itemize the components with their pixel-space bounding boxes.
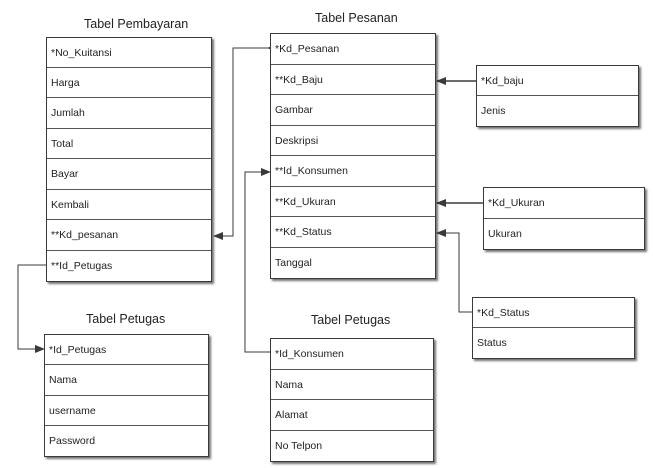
field-id-petugas-fk: **Id_Petugas <box>51 260 113 272</box>
field-gambar: Gambar <box>271 95 435 126</box>
table-konsumen: *Id_Konsumen Nama Alamat No Telpon <box>270 338 434 462</box>
field-no-kuitansi: *No_Kuitansi <box>47 38 211 68</box>
field-kd-pesanan-fk: **Kd_pesanan <box>47 220 211 251</box>
field-nama-konsumen: Nama <box>271 370 433 400</box>
field-ukuran: Ukuran <box>488 228 522 240</box>
title-petugas: Tabel Petugas <box>86 312 166 326</box>
field-jumlah: Jumlah <box>47 98 211 129</box>
link-kd-pesanan <box>213 44 277 240</box>
field-alamat: Alamat <box>271 400 433 431</box>
title-pembayaran: Tabel Pembayaran <box>84 17 189 31</box>
table-petugas: *Id_Petugas Nama username Password <box>44 334 209 457</box>
field-id-konsumen: *Id_Konsumen <box>271 339 433 370</box>
field-kd-status: *Kd_Status <box>473 298 634 328</box>
field-status: Status <box>477 337 507 349</box>
table-pesanan: *Kd_Pesanan **Kd_Baju Gambar Deskripsi *… <box>270 33 436 279</box>
field-bayar: Bayar <box>47 159 211 190</box>
title-konsumen: Tabel Petugas <box>311 313 391 327</box>
field-kd-status-fk: **Kd_Status <box>271 217 435 248</box>
field-nama-petugas: Nama <box>45 365 208 396</box>
field-id-konsumen-fk: **Id_Konsumen <box>271 156 435 187</box>
field-deskripsi: Deskripsi <box>271 126 435 156</box>
link-id-konsumen <box>244 168 279 356</box>
field-harga: Harga <box>47 68 211 98</box>
table-status: *Kd_Status Status <box>472 297 635 359</box>
field-username: username <box>45 396 208 426</box>
field-kembali: Kembali <box>47 190 211 220</box>
link-id-petugas <box>17 261 55 353</box>
field-id-petugas: *Id_Petugas <box>45 335 208 365</box>
field-no-telpon: No Telpon <box>275 440 323 452</box>
title-pesanan: Tabel Pesanan <box>315 11 398 25</box>
field-kd-pesanan: *Kd_Pesanan <box>271 34 435 65</box>
field-kd-ukuran-fk: **Kd_Ukuran <box>271 187 435 217</box>
table-ukuran: *Kd_Ukuran Ukuran <box>483 187 645 250</box>
table-pembayaran: *No_Kuitansi Harga Jumlah Total Bayar Ke… <box>46 37 212 282</box>
table-baju: *Kd_baju Jenis <box>476 65 639 127</box>
field-password: Password <box>49 435 96 447</box>
link-kd-status <box>436 229 472 313</box>
field-kd-baju-fk: **Kd_Baju <box>271 65 435 95</box>
field-tanggal: Tanggal <box>275 257 312 269</box>
field-kd-baju: *Kd_baju <box>477 66 638 96</box>
field-jenis: Jenis <box>481 105 506 117</box>
field-total: Total <box>47 129 211 159</box>
field-kd-ukuran: *Kd_Ukuran <box>484 188 644 219</box>
